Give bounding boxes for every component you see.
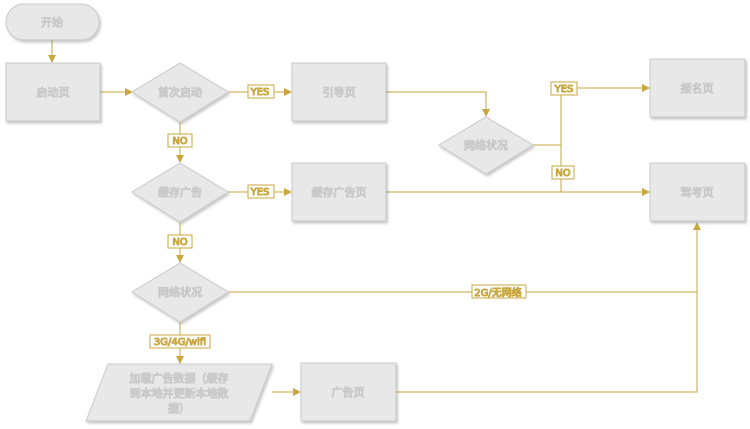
node-network-check-top[interactable] bbox=[438, 116, 534, 175]
label-signup: 报名页 bbox=[681, 81, 714, 95]
edge-network-top-yes-to-signup bbox=[533, 84, 650, 146]
label-first-launch-yes: YES bbox=[250, 87, 270, 98]
node-cached-ad[interactable] bbox=[131, 162, 229, 223]
node-load-ad-data[interactable] bbox=[85, 363, 273, 422]
label-first-launch: 首次启动 bbox=[158, 85, 202, 99]
label-cached-ad-no: NO bbox=[172, 237, 187, 248]
nodes bbox=[5, 3, 746, 422]
node-start[interactable] bbox=[5, 3, 100, 41]
node-first-launch[interactable] bbox=[131, 62, 229, 123]
label-guide: 引导页 bbox=[323, 85, 356, 99]
label-exam-page: 驾考页 bbox=[681, 186, 714, 199]
edge-labels: YES NO YES NO YES NO 2G/无网络 3G/4G/wifi bbox=[149, 81, 578, 349]
label-cached-ad-yes: YES bbox=[250, 187, 270, 198]
label-start: 开始 bbox=[41, 15, 63, 29]
edge-ad-page-to-exam bbox=[396, 222, 701, 393]
label-ad-page: 广告页 bbox=[332, 386, 365, 399]
node-network-check[interactable] bbox=[131, 262, 229, 323]
label-load-ad-line2: 到本地并更新本地数 bbox=[130, 386, 229, 400]
node-labels: 开始 启动页 首次启动 引导页 网络状况 报名页 缓存广告 缓存广告页 驾考页 … bbox=[36, 15, 714, 416]
node-exam-page[interactable] bbox=[649, 162, 746, 222]
node-signup[interactable] bbox=[649, 58, 746, 118]
label-launch: 启动页 bbox=[37, 86, 70, 99]
node-launch[interactable] bbox=[5, 62, 101, 122]
label-load-ad-line1: 加载广告数据（缓存 bbox=[130, 371, 229, 385]
label-network-top-no: NO bbox=[555, 168, 570, 179]
label-cached-ad: 缓存广告 bbox=[158, 185, 202, 199]
label-network-check: 网络状况 bbox=[158, 285, 202, 299]
node-cached-ad-page[interactable] bbox=[291, 162, 387, 222]
label-network-top-yes: YES bbox=[554, 84, 574, 95]
edge-guide-to-network-top bbox=[386, 91, 490, 117]
node-ad-page[interactable] bbox=[300, 362, 397, 422]
label-network-slow: 2G/无网络 bbox=[474, 286, 521, 299]
label-first-launch-no: NO bbox=[172, 136, 187, 147]
node-guide[interactable] bbox=[291, 62, 387, 122]
label-network-check-top: 网络状况 bbox=[464, 138, 508, 152]
label-cached-ad-page: 缓存广告页 bbox=[312, 185, 367, 199]
label-network-fast: 3G/4G/wifi bbox=[154, 337, 206, 348]
label-load-ad-line3: 据） bbox=[168, 401, 190, 415]
